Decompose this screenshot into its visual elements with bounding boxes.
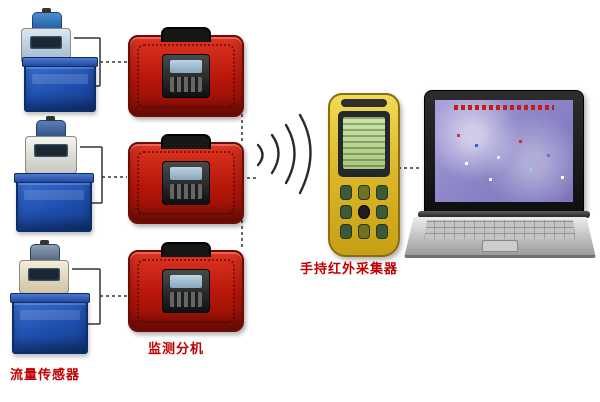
key-icon xyxy=(340,224,352,239)
wireless-waves-icon xyxy=(250,103,330,217)
case-control-panel xyxy=(162,269,210,313)
key-icon xyxy=(376,204,388,220)
label-handheld-collector: 手持红外采集器 xyxy=(300,262,399,277)
case-handle-icon xyxy=(161,242,211,257)
key-icon xyxy=(376,185,388,200)
flow-transmitter-3 xyxy=(16,240,72,294)
transmitter-body-icon xyxy=(25,136,77,174)
handheld-screen-bezel xyxy=(338,111,390,177)
key-center-icon xyxy=(358,204,370,220)
key-icon xyxy=(358,185,370,200)
case-keys-icon xyxy=(170,184,202,199)
laptop-screen-content-graphic xyxy=(457,134,460,137)
laptop-display-graphic xyxy=(435,100,573,202)
flow-tank-2 xyxy=(14,173,94,232)
laptop-keyboard-icon xyxy=(424,220,576,239)
flow-tank-1 xyxy=(22,57,98,112)
label-flow-sensor: 流量传感器 xyxy=(10,368,81,383)
laptop-screen xyxy=(424,90,584,214)
case-control-panel xyxy=(162,161,210,205)
case-screen-icon xyxy=(170,167,202,180)
laptop-touchpad-icon xyxy=(482,240,518,252)
handheld-lcd-icon xyxy=(343,117,385,169)
key-icon xyxy=(340,204,352,220)
case-screen-icon xyxy=(170,275,202,288)
laptop-screen-title-graphic xyxy=(454,105,554,110)
case-control-panel xyxy=(162,54,210,98)
case-handle-icon xyxy=(161,27,211,42)
monitor-unit-2 xyxy=(128,134,244,224)
transmitter-display-icon xyxy=(28,268,60,281)
case-screen-icon xyxy=(170,60,202,73)
key-icon xyxy=(358,224,370,239)
transmitter-display-icon xyxy=(30,36,62,49)
key-icon xyxy=(340,185,352,200)
key-icon xyxy=(376,224,388,239)
transmitter-body-icon xyxy=(19,260,69,294)
flow-tank-3 xyxy=(10,293,90,354)
case-keys-icon xyxy=(170,77,202,92)
handheld-collector xyxy=(328,93,400,257)
handheld-keypad xyxy=(340,185,388,239)
case-keys-icon xyxy=(170,292,202,307)
transmitter-display-icon xyxy=(34,144,68,157)
monitor-unit-1 xyxy=(128,27,244,117)
monitor-unit-3 xyxy=(128,242,244,332)
case-handle-icon xyxy=(161,134,211,149)
laptop-hinge xyxy=(418,211,590,218)
laptop-base xyxy=(404,217,596,258)
label-monitor-unit: 监测分机 xyxy=(148,342,205,357)
flow-transmitter-2 xyxy=(22,116,80,174)
infrared-window-icon xyxy=(341,99,387,107)
